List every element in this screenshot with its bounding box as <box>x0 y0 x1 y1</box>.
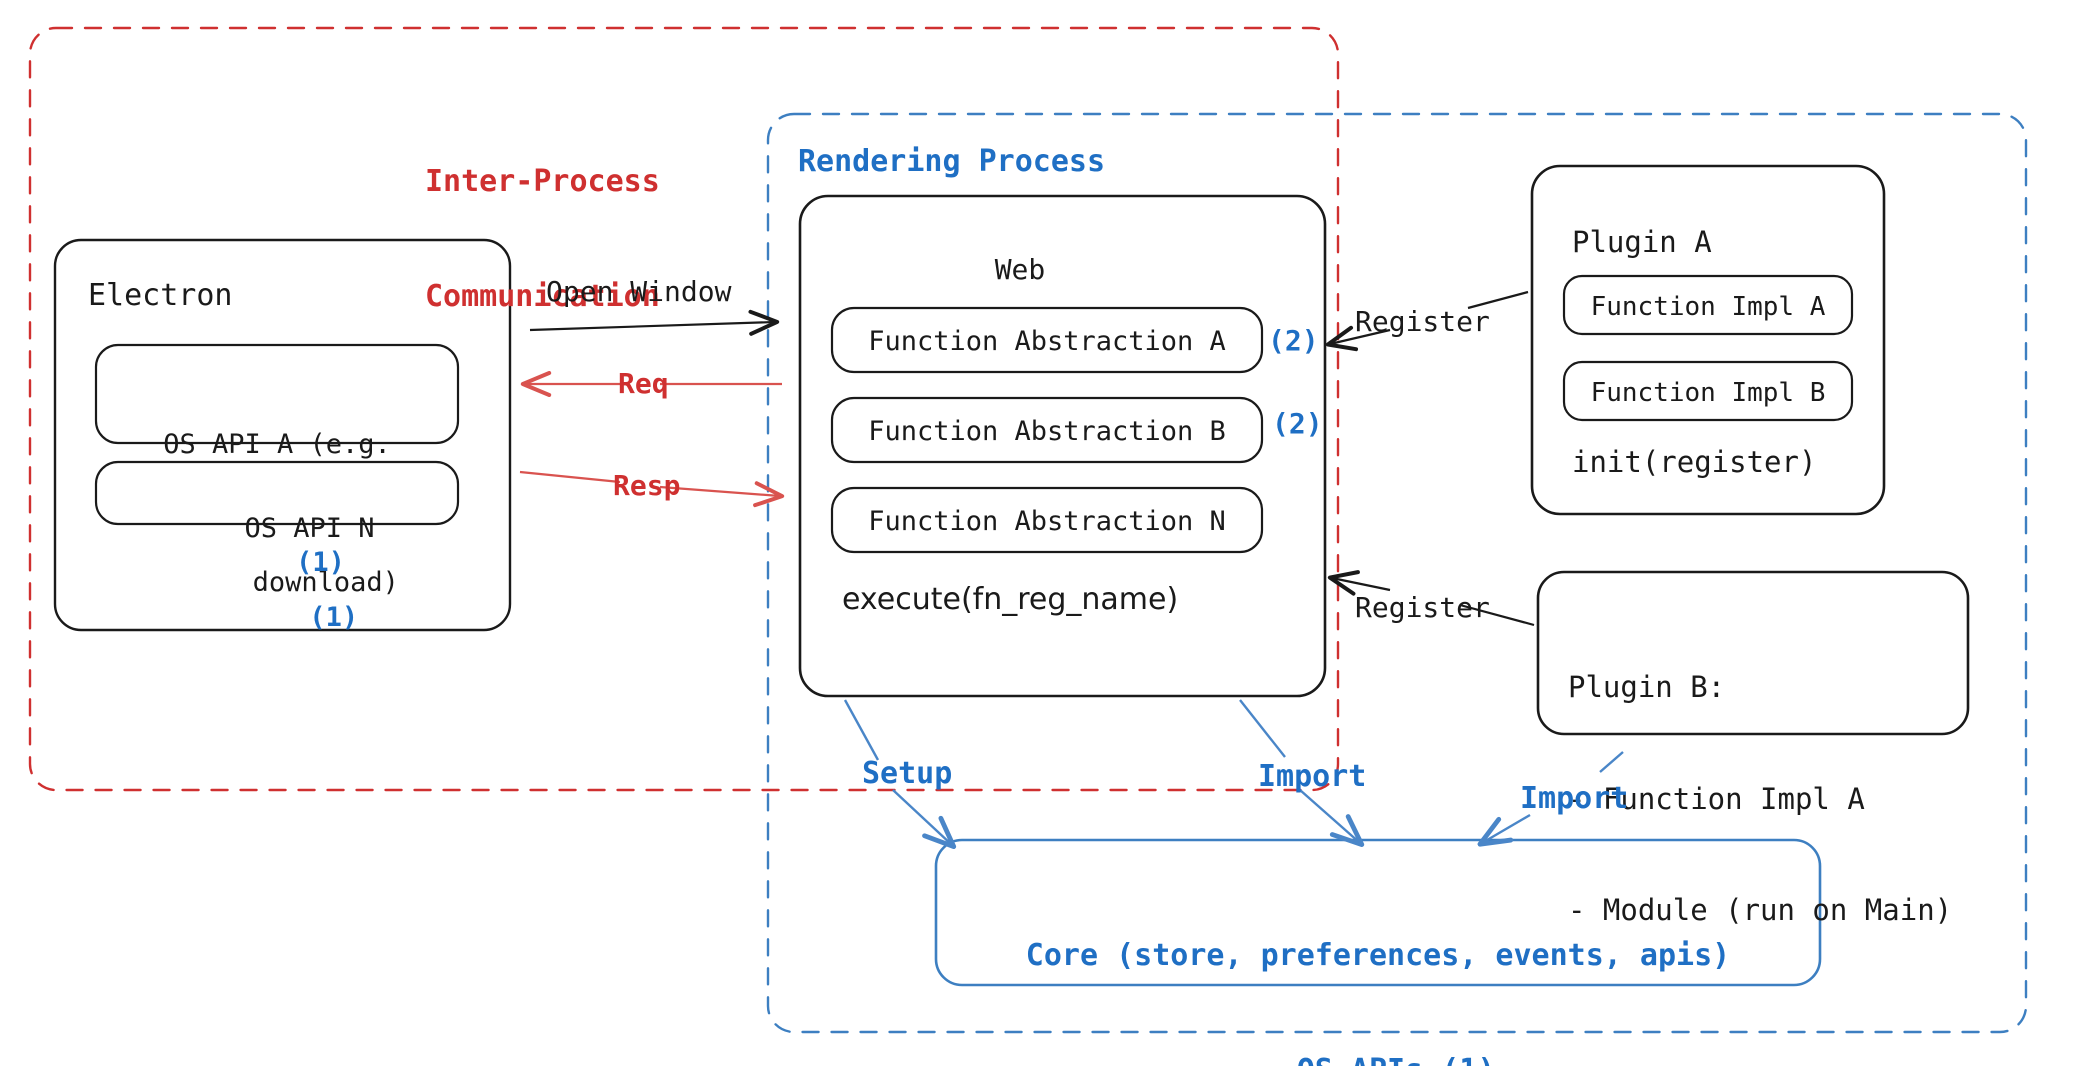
register-top-label: Register <box>1355 305 1490 338</box>
os-api-a-line2: download) <box>252 567 399 599</box>
os-api-a-badge: (1) <box>309 601 359 633</box>
plugin-b-content: Plugin B: - Function Impl A - Module (ru… <box>1568 595 1952 1003</box>
web-footer-execute: execute(fn_reg_name) <box>842 582 1179 617</box>
plugin-a-footer-init: init(register) <box>1572 445 1817 479</box>
os-api-n-label: OS API N <box>244 512 375 544</box>
core-content: Core (store, preferences, events, apis) … <box>936 860 1820 1066</box>
ipc-label: Inter-Process Communication <box>425 86 660 393</box>
ipc-label-line2: Communication <box>425 278 660 314</box>
os-api-a-item: OS API A (e.g. download) (1) <box>96 359 458 739</box>
function-impl-a-label: Function Impl A <box>1590 292 1826 322</box>
function-impl-b-label: Function Impl B <box>1590 378 1826 408</box>
function-abstraction-a-badge: (2) <box>1268 324 1319 357</box>
plugin-b-line-2: - Module (run on Main) <box>1568 892 1953 927</box>
core-line-2: - OS APIs (1) <box>936 1052 1820 1066</box>
plugin-b-title: Plugin B: <box>1568 670 1726 705</box>
web-title: Web <box>994 253 1046 286</box>
function-abstraction-b-label: Function Abstraction B <box>868 416 1226 447</box>
core-line-1: Core (store, preferences, events, apis) <box>1025 937 1731 973</box>
function-abstraction-a-label: Function Abstraction A <box>868 326 1226 357</box>
open-window-label: Open Window <box>546 275 732 308</box>
resp-label: Resp <box>613 469 681 502</box>
import-plugin-b-label: Import <box>1520 781 1629 816</box>
os-api-a-line1: OS API A (e.g. <box>163 429 391 461</box>
req-label: Req <box>618 367 669 400</box>
electron-title: Electron <box>88 278 233 313</box>
os-api-a-line2-row: download) (1) <box>96 532 458 670</box>
os-api-n-badge: (1) <box>296 547 345 579</box>
ipc-label-line1: Inter-Process <box>425 163 660 199</box>
rendering-process-label: Rendering Process <box>798 144 1106 179</box>
os-api-n-item: OS API N (1) <box>96 477 458 615</box>
setup-label: Setup <box>862 756 953 791</box>
import-web-label: Import <box>1258 759 1367 794</box>
plugin-a-title: Plugin A <box>1572 225 1712 259</box>
register-bottom-label: Register <box>1355 591 1490 624</box>
function-abstraction-b-badge: (2) <box>1272 407 1323 440</box>
plugin-b-line-1: - Function Impl A <box>1568 781 1865 816</box>
function-abstraction-n-label: Function Abstraction N <box>868 506 1226 537</box>
